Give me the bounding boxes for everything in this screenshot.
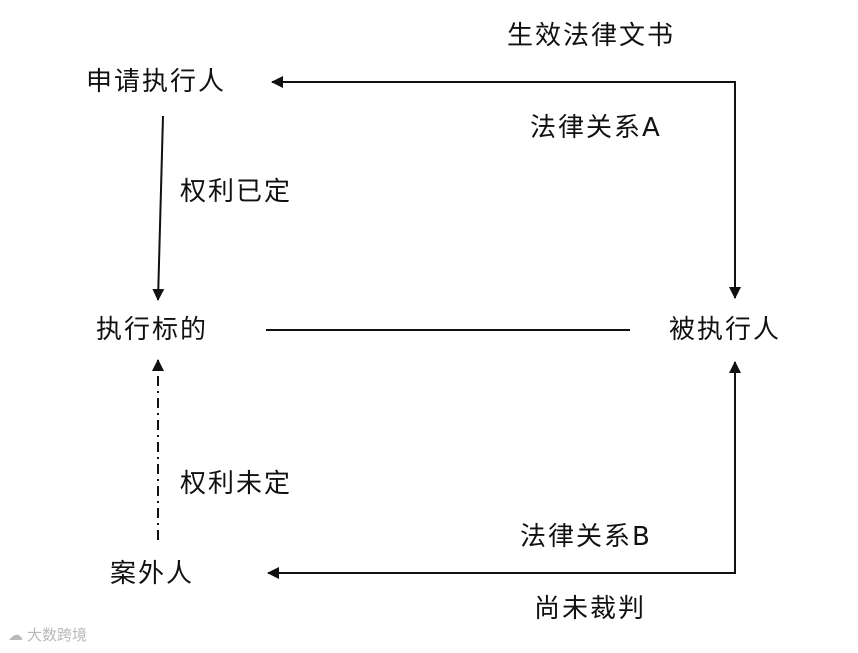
node-respondent: 被执行人 (669, 315, 782, 345)
watermark-text: 大数跨境 (27, 626, 88, 644)
label-not-judged: 尚未裁判 (534, 594, 647, 624)
edge-relation-a-down (276, 81, 741, 299)
edge-rights-fixed (152, 115, 165, 301)
label-relation-b: 法律关系B (520, 522, 652, 552)
watermark: ☁大数跨境 (8, 624, 87, 645)
node-target: 执行标的 (96, 315, 209, 345)
node-outsider: 案外人 (110, 559, 195, 589)
cloud-logo-icon: ☁ (8, 626, 23, 644)
label-relation-a: 法律关系A (530, 113, 662, 143)
edge-relation-b-up (272, 361, 741, 574)
label-rights-fixed: 权利已定 (180, 177, 293, 207)
label-effective-doc: 生效法律文书 (507, 21, 676, 51)
label-rights-unfixed: 权利未定 (180, 469, 293, 499)
node-applicant: 申请执行人 (86, 67, 227, 97)
